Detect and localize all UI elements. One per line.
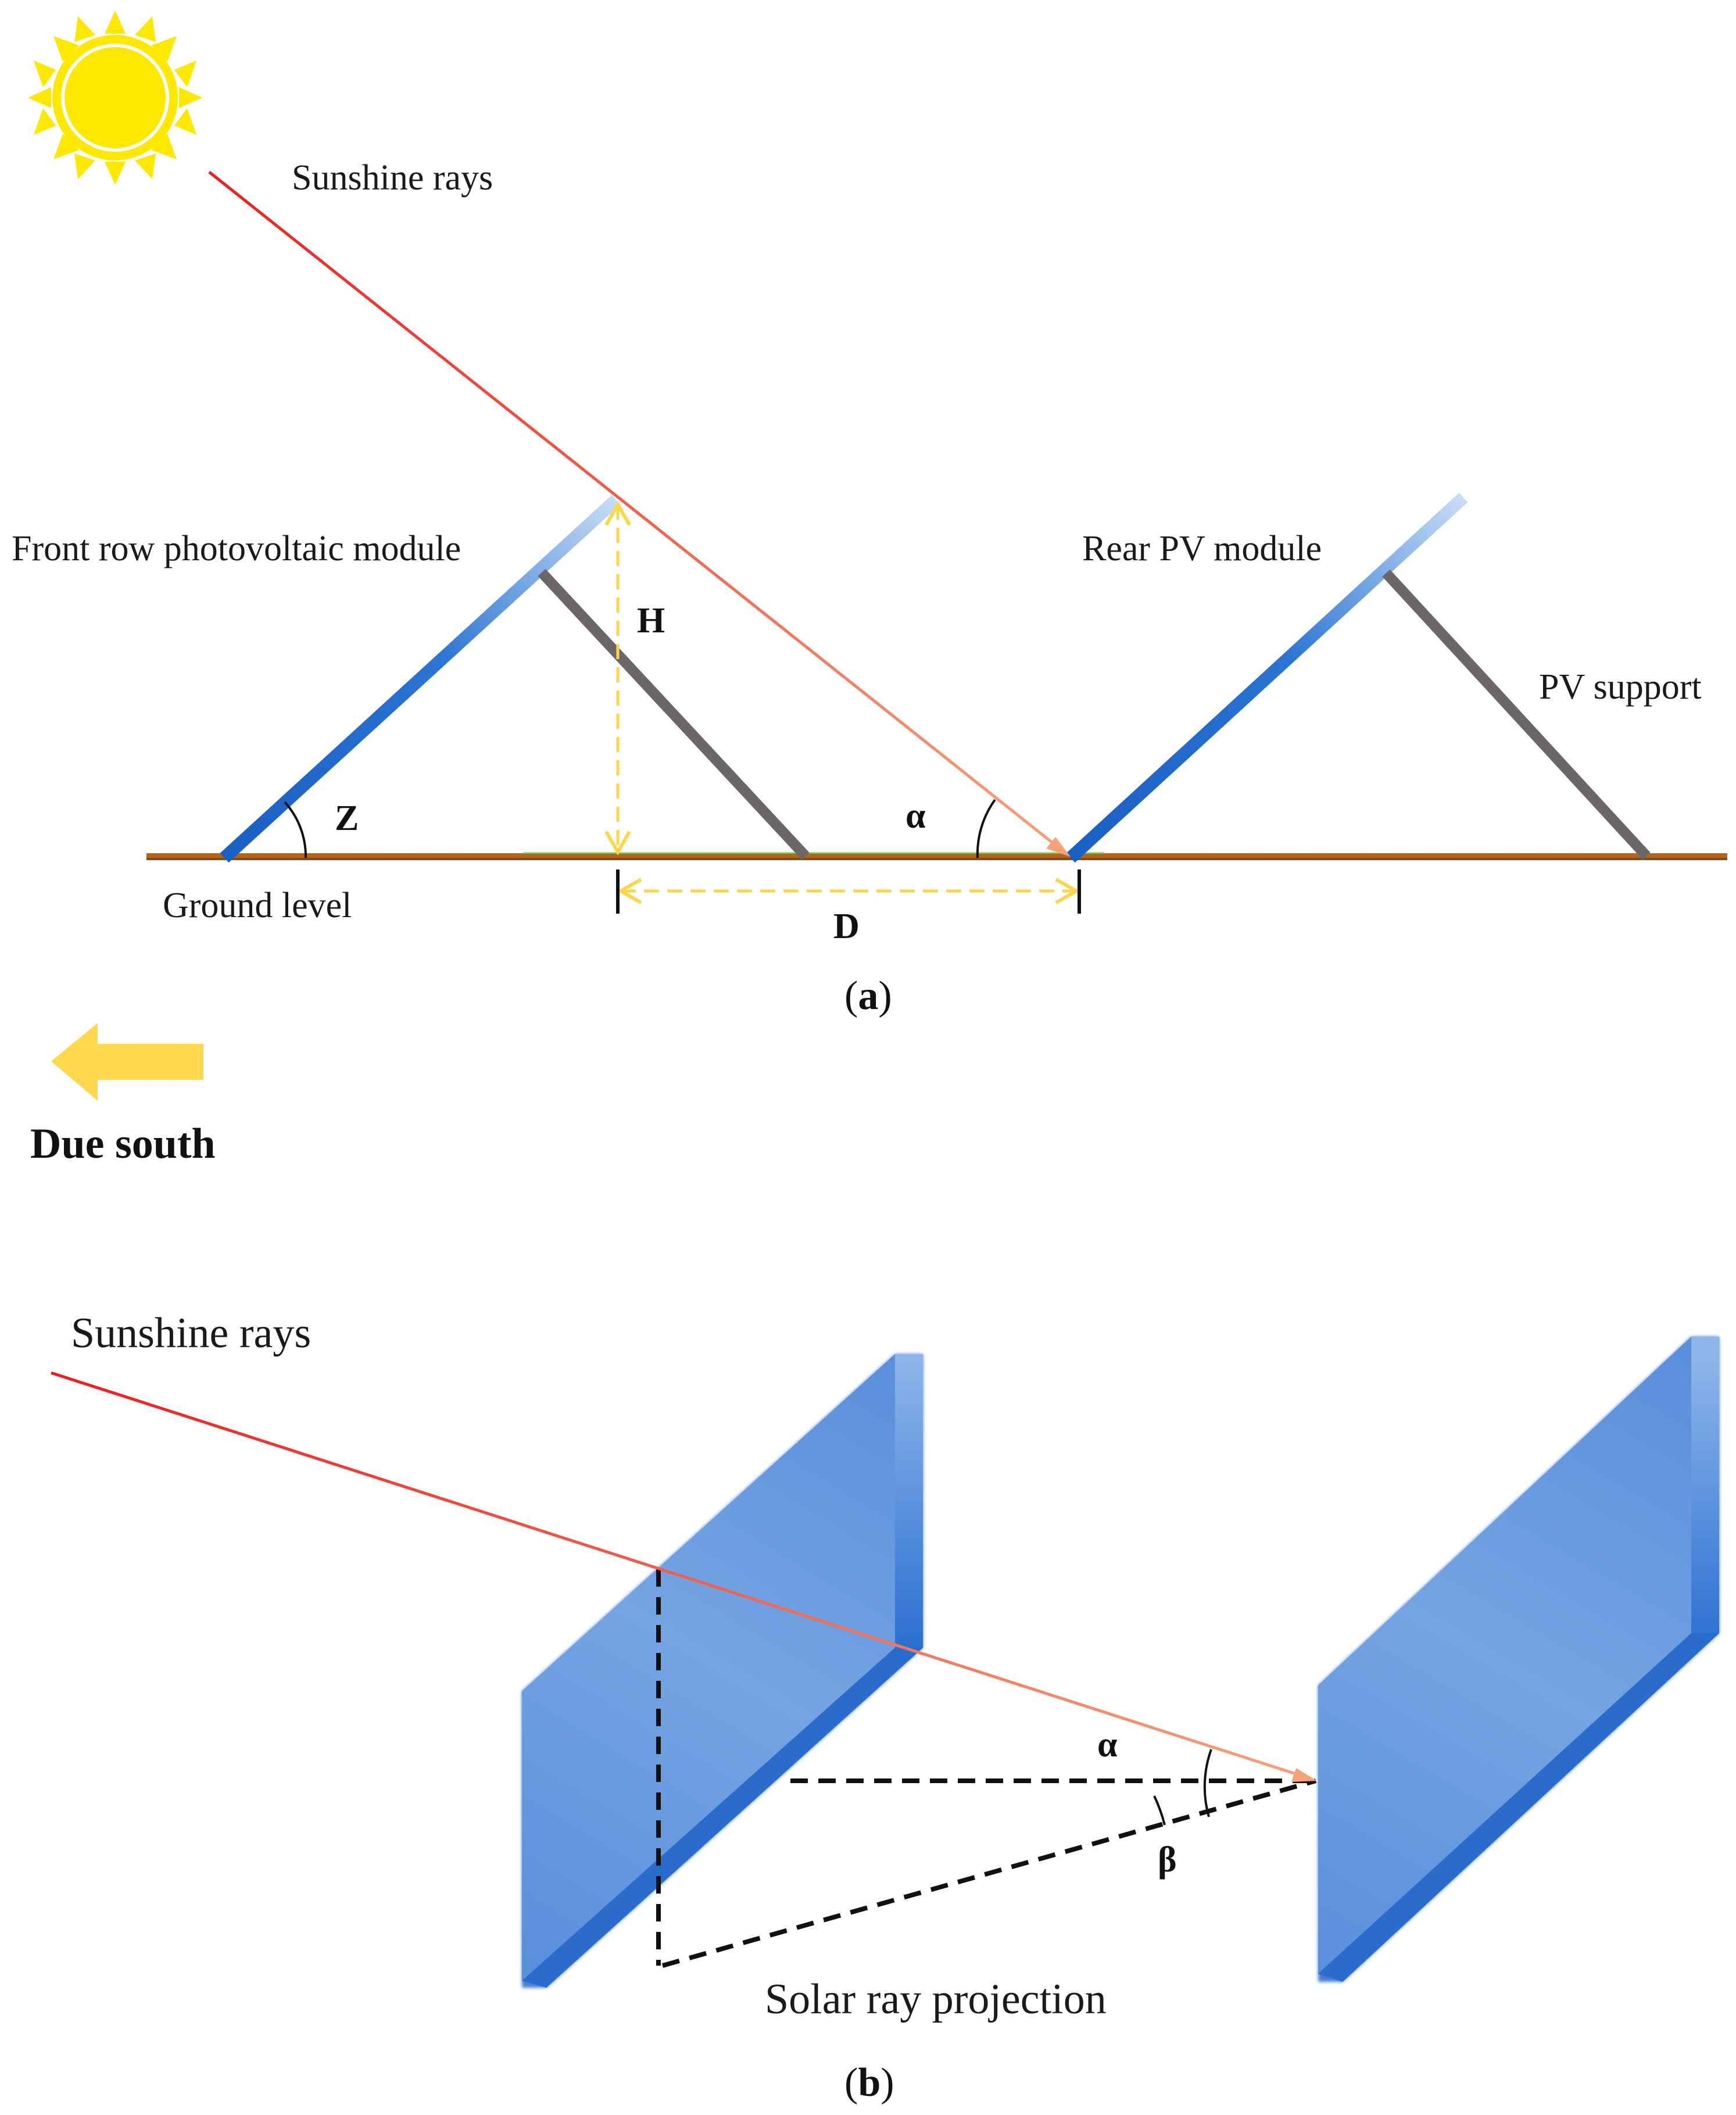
rear-module-label: Rear PV module bbox=[1082, 529, 1322, 568]
rear-pv-module bbox=[1066, 492, 1468, 863]
angle-alpha-arc-b bbox=[1203, 1749, 1212, 1817]
front-panel-slab bbox=[522, 1354, 923, 1988]
ray-arrowhead-b bbox=[1291, 1768, 1317, 1782]
caption-a: (a) bbox=[844, 974, 892, 1018]
angle-z-arc bbox=[284, 801, 307, 858]
pv-support-label: PV support bbox=[1539, 667, 1702, 707]
angle-alpha-arc-a bbox=[976, 799, 996, 858]
symbol-h: H bbox=[637, 601, 665, 640]
rear-panel-slab bbox=[1318, 1337, 1719, 1982]
symbol-alpha-a: α bbox=[905, 796, 926, 836]
sunshine-ray-a bbox=[208, 171, 1062, 851]
rear-pv-support bbox=[1382, 569, 1651, 860]
ground-line bbox=[146, 852, 1727, 860]
ray-arrowhead-a bbox=[1046, 837, 1071, 857]
front-pv-module bbox=[220, 495, 621, 863]
front-module-label: Front row photovoltaic module bbox=[12, 529, 461, 568]
symbol-z: Z bbox=[335, 799, 359, 838]
caption-b: (b) bbox=[844, 2060, 894, 2105]
angle-beta-arc bbox=[1153, 1795, 1166, 1826]
projection-dashed-line bbox=[661, 1778, 1317, 1968]
sunshine-label-a: Sunshine rays bbox=[292, 158, 493, 198]
symbol-beta: β bbox=[1158, 1840, 1177, 1880]
ground-level-label: Ground level bbox=[163, 886, 352, 925]
symbol-d: D bbox=[833, 907, 860, 946]
due-south-arrow-icon bbox=[51, 1023, 203, 1101]
sunshine-ray-b bbox=[51, 1371, 1307, 1779]
sunshine-label-b: Sunshine rays bbox=[71, 1309, 311, 1357]
projection-label: Solar ray projection bbox=[765, 1976, 1107, 2023]
front-pv-support bbox=[538, 568, 810, 860]
sun-icon bbox=[28, 10, 202, 185]
symbol-alpha-b: α bbox=[1097, 1725, 1118, 1765]
due-south-label: Due south bbox=[30, 1120, 216, 1168]
